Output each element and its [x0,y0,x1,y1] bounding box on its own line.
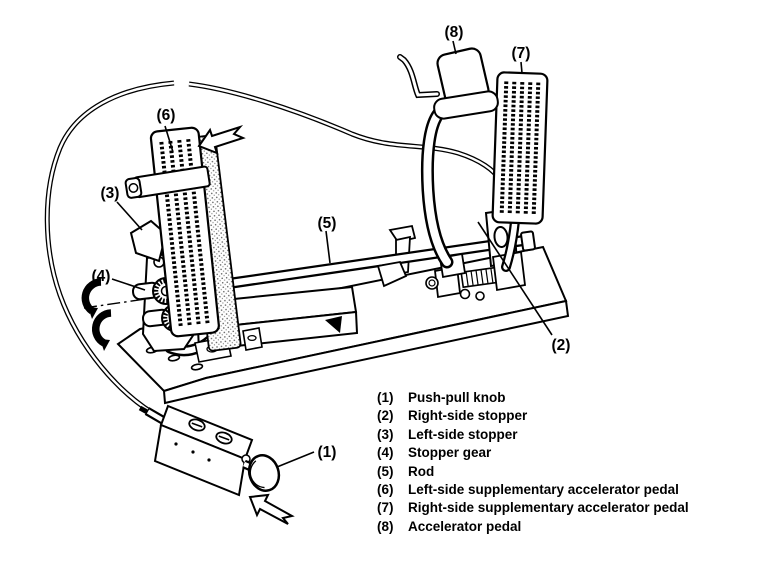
left-pedal-assembly [81,126,359,363]
legend-item: (3) Left-side stopper [377,426,689,444]
legend-item: (8) Accelerator pedal [377,518,689,536]
leader-lines [111,40,553,468]
push-direction-arrow-icon [248,493,295,525]
pedal-clamp-band [124,165,211,199]
pedal-press-bar [433,90,499,120]
callout-7: (7) [512,45,531,62]
callout-1: (1) [318,444,337,461]
legend-item: (4) Stopper gear [377,444,689,462]
legend-number: (6) [377,482,394,498]
block-screw [215,431,233,445]
callout-8: (8) [445,24,464,41]
legend: (1) Push-pull knob (2) Right-side stoppe… [377,389,689,536]
rod-guide-foot [376,260,408,288]
legend-number: (2) [377,408,394,424]
legend-label: Rod [408,463,435,479]
legend-item: (7) Right-side supplementary accelerator… [377,499,689,517]
legend-number: (7) [377,500,394,516]
rod-end-cap [520,230,536,252]
right-supplementary-pedal [491,71,549,225]
legend-label: Accelerator pedal [408,518,522,534]
push-pull-knob-assembly [153,404,281,497]
press-direction-arrow-icon [197,124,246,155]
legend-label: Left-side supplementary accelerator peda… [408,482,679,498]
callout-6: (6) [157,107,176,124]
housing-notch-mark [325,316,342,333]
callout-4: (4) [92,268,111,285]
callout-5: (5) [318,215,337,232]
bracket-hole [493,226,509,248]
block-screw [188,418,206,432]
legend-item: (5) Rod [377,463,689,481]
legend-number: (5) [377,463,394,479]
legend-item: (1) Push-pull knob [377,389,689,407]
legend-label: Right-side stopper [408,408,528,424]
callout-2: (2) [552,337,571,354]
knob-block-front [153,423,247,497]
callout-3: (3) [101,185,120,202]
legend-item: (2) Right-side stopper [377,407,689,425]
right-pedal-assembly [397,47,549,301]
legend-item: (6) Left-side supplementary accelerator … [377,481,689,499]
legend-label: Push-pull knob [408,390,506,405]
legend-label: Stopper gear [408,445,492,461]
rotation-arrow-icon [81,278,112,351]
legend-number: (3) [377,426,394,442]
legend-label: Right-side supplementary accelerator ped… [408,500,689,516]
legend-label: Left-side stopper [408,426,518,442]
pedal-grooves [499,81,541,215]
legend-number: (8) [377,518,394,534]
legend-number: (1) [377,390,394,405]
push-pull-knob [247,454,281,492]
legend-number: (4) [377,445,394,461]
rod [231,230,536,289]
